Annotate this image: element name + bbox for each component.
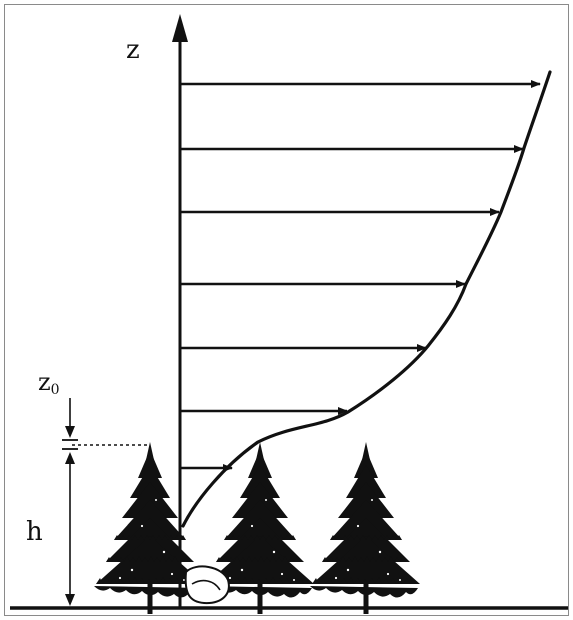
z0-label-main: z [38,368,51,396]
h-arrowhead-top-icon [65,452,75,464]
figure-border [4,4,569,616]
tree-right [310,442,420,614]
shrub-icon [184,565,230,605]
z-axis-label: z [126,35,140,65]
velocity-vectors [180,80,541,472]
z0-label: z0 [38,368,60,398]
wind-profile-curve [181,70,552,528]
h-arrowhead-bottom-icon [65,594,75,606]
canopy-height-label: h [26,517,43,547]
conifer-tree-icon [310,442,420,614]
z-axis-arrowhead [172,14,188,42]
z0-arrowhead-icon [65,426,75,438]
shrub-detail [191,579,221,591]
z0-label-subscript: 0 [51,382,60,398]
